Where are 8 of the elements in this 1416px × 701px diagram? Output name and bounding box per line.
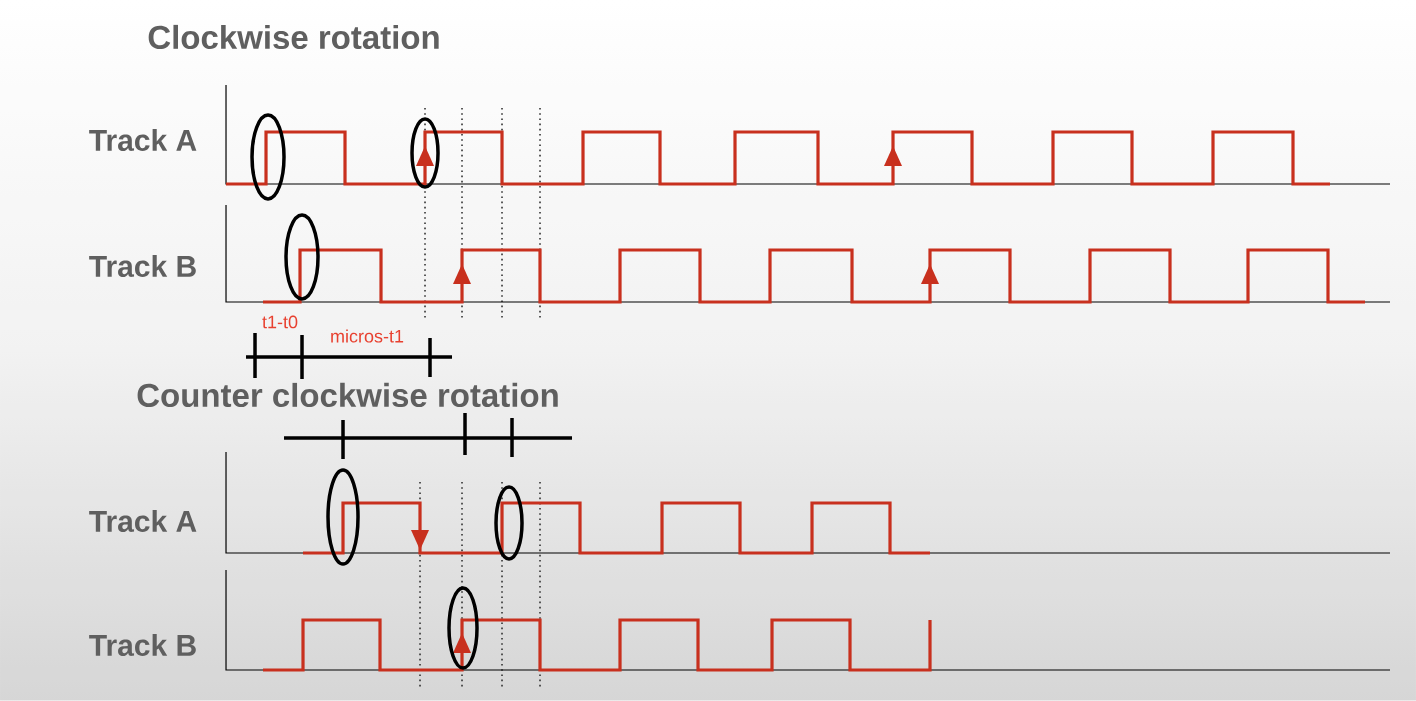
track-label: Track A	[89, 510, 197, 532]
track-label: Track A	[89, 129, 197, 151]
interval-label: micros-t1	[331, 329, 404, 343]
heading: Counter clockwise rotation	[137, 382, 558, 408]
heading: Clockwise rotation	[148, 24, 439, 50]
track-label: Track B	[89, 634, 196, 656]
track-label: Track B	[89, 255, 196, 277]
interval-label: t1-t0	[262, 315, 298, 329]
